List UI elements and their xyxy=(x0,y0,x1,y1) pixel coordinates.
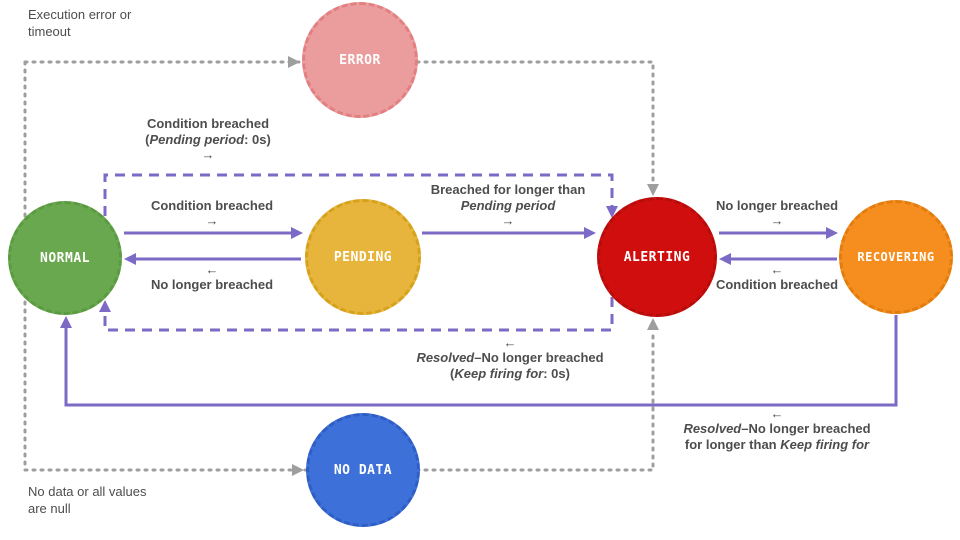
note-line: are null xyxy=(28,501,71,516)
edge-label-pre: ( xyxy=(450,366,455,381)
edge-label-recovering-to-alerting: ← Condition breached xyxy=(707,263,847,293)
state-normal: NORMAL xyxy=(8,201,122,315)
edge-label-text-italic: Pending period xyxy=(460,198,556,213)
state-recovering-label: RECOVERING xyxy=(857,250,935,264)
edge-label-text: Condition breached xyxy=(146,116,270,131)
edge-alerting-to-normal-direct-arrowhead xyxy=(99,300,111,312)
state-alerting-label: ALERTING xyxy=(623,249,691,265)
left-arrow-glyph: ← xyxy=(205,262,219,277)
edge-recovering-to-normal-line xyxy=(64,315,898,407)
edge-pending-to-alerting-arrowhead xyxy=(584,227,596,239)
edge-error-to-alerting-arrowhead xyxy=(647,184,659,196)
edge-label-text: No longer breached xyxy=(715,198,839,213)
edge-label-pending-to-normal: ← No longer breached xyxy=(122,263,302,293)
left-arrow-glyph: ← xyxy=(770,262,784,277)
state-alerting: ALERTING xyxy=(597,197,717,317)
edge-label-italic: Keep firing for xyxy=(780,437,870,452)
edge-error-route-line xyxy=(23,60,655,188)
edge-label-text: Condition breached xyxy=(715,277,839,292)
left-arrow-glyph: ← xyxy=(770,406,784,421)
edge-normal-to-alerting-direct-line xyxy=(103,173,614,216)
edge-alerting-to-normal-direct-line xyxy=(103,297,614,332)
edge-label-italic: Keep firing for xyxy=(454,366,544,381)
edge-label-recovering-to-normal: ← Resolved–No longer breached for longer… xyxy=(652,407,902,453)
edge-nodata-to-alerting-arrowhead xyxy=(647,318,659,330)
edge-label-pre: for longer than xyxy=(684,437,781,452)
edge-label-text: Breached for longer than xyxy=(430,182,586,197)
state-error: ERROR xyxy=(302,2,418,118)
note-line: No data or all values xyxy=(28,484,147,499)
state-error-label: ERROR xyxy=(339,52,381,68)
edge-label-italic: Resolved xyxy=(683,421,742,436)
edge-label-rest: –No longer breached xyxy=(741,421,871,436)
edge-label-text: No longer breached xyxy=(150,277,274,292)
edge-alerting-to-recovering-arrowhead xyxy=(826,227,838,239)
state-nodata-label: NO DATA xyxy=(333,462,393,478)
edge-label-text-mixed: Resolved–No longer breached xyxy=(652,421,902,437)
state-pending-label: PENDING xyxy=(333,249,393,265)
edge-label-post: : 0s) xyxy=(244,132,271,147)
right-arrow-glyph: → xyxy=(770,213,784,228)
right-arrow-glyph: → xyxy=(501,213,515,228)
edge-label-text-mixed: (Keep firing for: 0s) xyxy=(395,366,625,382)
edge-label-rest: –No longer breached xyxy=(474,350,604,365)
edge-recovering-to-normal-arrowhead xyxy=(60,316,72,328)
edge-label-post: : 0s) xyxy=(543,366,570,381)
right-arrow-glyph: → xyxy=(201,147,215,162)
right-arrow-glyph: → xyxy=(205,213,219,228)
state-nodata: NO DATA xyxy=(306,413,420,527)
edge-label-italic: Resolved xyxy=(416,350,475,365)
note-no-data: No data or all values are null xyxy=(28,483,147,517)
edge-label-pre: ( xyxy=(145,132,150,147)
edge-label-text-mixed: Resolved–No longer breached xyxy=(395,350,625,366)
edge-label-pending-to-alerting: Breached for longer than Pending period … xyxy=(418,182,598,228)
edge-label-text: Condition breached xyxy=(150,198,274,213)
edge-label-italic: Pending period xyxy=(149,132,245,147)
edge-pending-to-normal-arrowhead xyxy=(124,253,136,265)
state-recovering: RECOVERING xyxy=(839,200,953,314)
left-arrow-glyph: ← xyxy=(503,335,517,350)
edge-recovering-to-alerting-arrowhead xyxy=(719,253,731,265)
edge-normal-to-pending-arrowhead xyxy=(291,227,303,239)
edge-label-alerting-to-normal-direct: ← Resolved–No longer breached (Keep firi… xyxy=(395,336,625,382)
edge-normal-to-alerting-direct-arrowhead xyxy=(606,206,618,218)
edge-label-normal-to-pending: Condition breached → xyxy=(122,198,302,228)
edge-label-text-mixed: for longer than Keep firing for xyxy=(652,437,902,453)
note-execution-error: Execution error or timeout xyxy=(28,6,131,40)
edge-into-nodata-arrowhead xyxy=(292,464,304,476)
note-line: timeout xyxy=(28,24,71,39)
state-pending: PENDING xyxy=(305,199,421,315)
edge-label-normal-to-alerting-direct: Condition breached (Pending period: 0s) … xyxy=(108,116,308,162)
state-normal-label: NORMAL xyxy=(40,250,90,266)
edge-label-alerting-to-recovering: No longer breached → xyxy=(707,198,847,228)
note-line: Execution error or xyxy=(28,7,132,22)
edge-into-error-arrowhead xyxy=(288,56,300,68)
edge-label-text-mixed: (Pending period: 0s) xyxy=(108,132,308,148)
